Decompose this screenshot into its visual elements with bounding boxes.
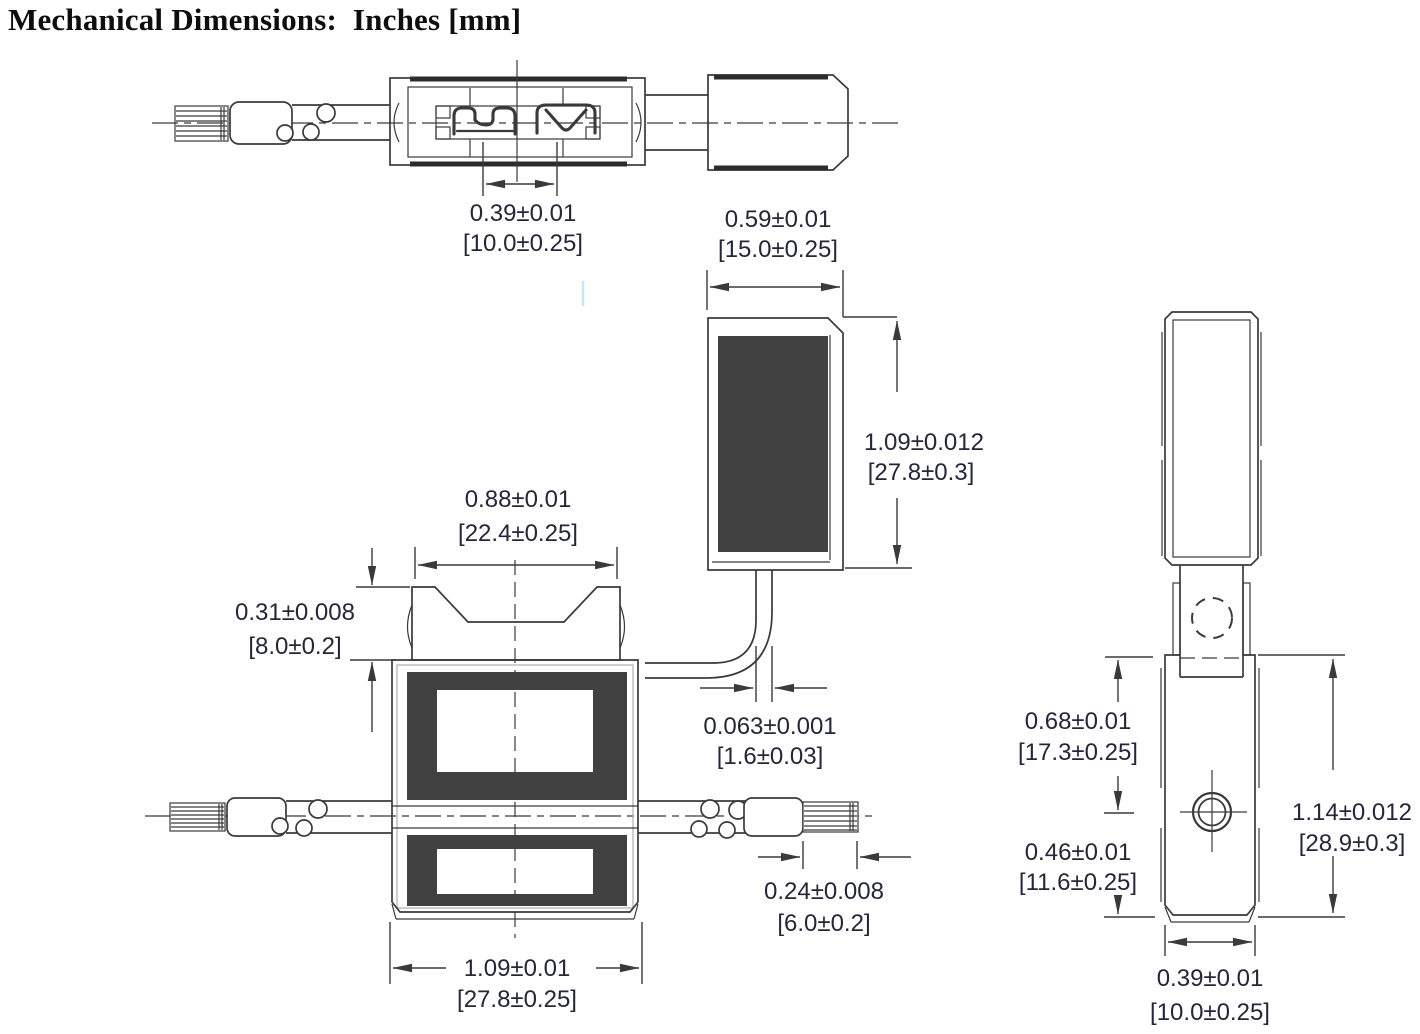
holder-side-view: 0.68±0.01 [17.3±0.25] 0.46±0.01 [11.6±0.… [1018,311,1412,1026]
dim-body-width: 1.09±0.01 [27.8±0.25] [389,922,643,1013]
page-title: Mechanical Dimensions: Inches [mm] [8,2,522,37]
dim-cap-top-width-inches: 0.88±0.01 [465,486,572,513]
dim-body-width-mm: [27.8±0.25] [457,986,577,1013]
dim-body-width-inches: 1.09±0.01 [464,955,571,982]
dim-cap-depth: 0.31±0.008 [8.0±0.2] [235,548,410,732]
dim-terminal-pitch-mm: [10.0±0.25] [463,230,583,257]
spring-clip-left [452,106,517,136]
terminal-tab-outline [1172,565,1251,678]
terminal-window-lower [407,835,627,906]
wire-break-symbol [229,101,390,145]
dim-wire-diameter: 0.063±0.001 [1.6±0.03] [700,646,837,770]
holder-body-outline [391,659,639,920]
dim-strip-length-mm: [6.0±0.2] [777,910,870,937]
dim-cover-height-inches: 1.09±0.012 [864,429,984,456]
cap-top-outline [406,586,626,661]
dim-hole-to-bottom: 0.46±0.01 [11.6±0.25] [1019,839,1155,918]
assembly-side-view: 0.39±0.01 [10.0±0.25] [152,60,903,257]
dim-hole-to-top: 0.68±0.01 [17.3±0.25] [1018,656,1153,814]
dim-terminal-pitch: 0.39±0.01 [10.0±0.25] [463,142,583,257]
dim-hole-to-top-inches: 0.68±0.01 [1025,708,1132,735]
dim-wire-diameter-inches: 0.063±0.001 [703,713,836,740]
holder-top-view: 0.88±0.01 [22.4±0.25] 0.31±0.008 [8.0±0.… [145,486,911,1013]
dim-hole-to-top-mm: [17.3±0.25] [1018,739,1138,766]
stripped-wire-end [174,105,229,142]
spring-clip-right [535,103,597,135]
cover-outline [707,317,844,571]
dim-cap-width: 0.59±0.01 [15.0±0.25] [706,206,897,318]
hidden-hole-circle [1191,597,1233,639]
dim-cap-top-width: 0.88±0.01 [22.4±0.25] [414,486,618,579]
dim-strip-length: 0.24±0.008 [6.0±0.2] [758,841,911,937]
dim-side-height-mm: [28.9±0.3] [1299,830,1406,857]
dim-cap-depth-inches: 0.31±0.008 [235,599,355,626]
dim-side-height: 1.14±0.012 [28.9±0.3] [1258,654,1412,918]
fuse-label-window [718,336,828,552]
dim-cover-height: 1.09±0.012 [27.8±0.3] [845,320,984,569]
dim-terminal-pitch-inches: 0.39±0.01 [470,200,577,227]
cover-front-view: 0.59±0.01 [15.0±0.25] 0.063±0.001 [1.6±0… [645,206,984,770]
fuse-holder-body-side [389,76,646,167]
dim-cap-top-width-mm: [22.4±0.25] [458,520,578,547]
dim-hole-to-bottom-inches: 0.46±0.01 [1025,839,1132,866]
dim-hole-to-bottom-mm: [11.6±0.25] [1019,869,1137,896]
dim-cap-depth-mm: [8.0±0.2] [248,633,341,660]
end-cap-side [645,74,849,171]
dim-cap-width-mm: [15.0±0.25] [718,236,838,263]
dim-body-depth: 0.39±0.01 [10.0±0.25] [1150,925,1270,1026]
dim-body-depth-inches: 0.39±0.01 [1157,965,1264,992]
dim-wire-diameter-mm: [1.6±0.03] [717,743,824,770]
dim-cover-height-mm: [27.8±0.3] [868,459,975,486]
dim-body-depth-mm: [10.0±0.25] [1150,999,1270,1026]
dim-strip-length-inches: 0.24±0.008 [764,878,884,905]
body-side-outline [1160,654,1260,923]
dim-cap-width-inches: 0.59±0.01 [725,206,832,233]
cover-lead-wire [645,570,773,679]
dim-side-height-inches: 1.14±0.012 [1292,799,1412,826]
terminal-window-upper [407,672,627,800]
left-wire [169,797,392,837]
right-wire [638,797,859,839]
cover-side-outline [1161,311,1262,566]
